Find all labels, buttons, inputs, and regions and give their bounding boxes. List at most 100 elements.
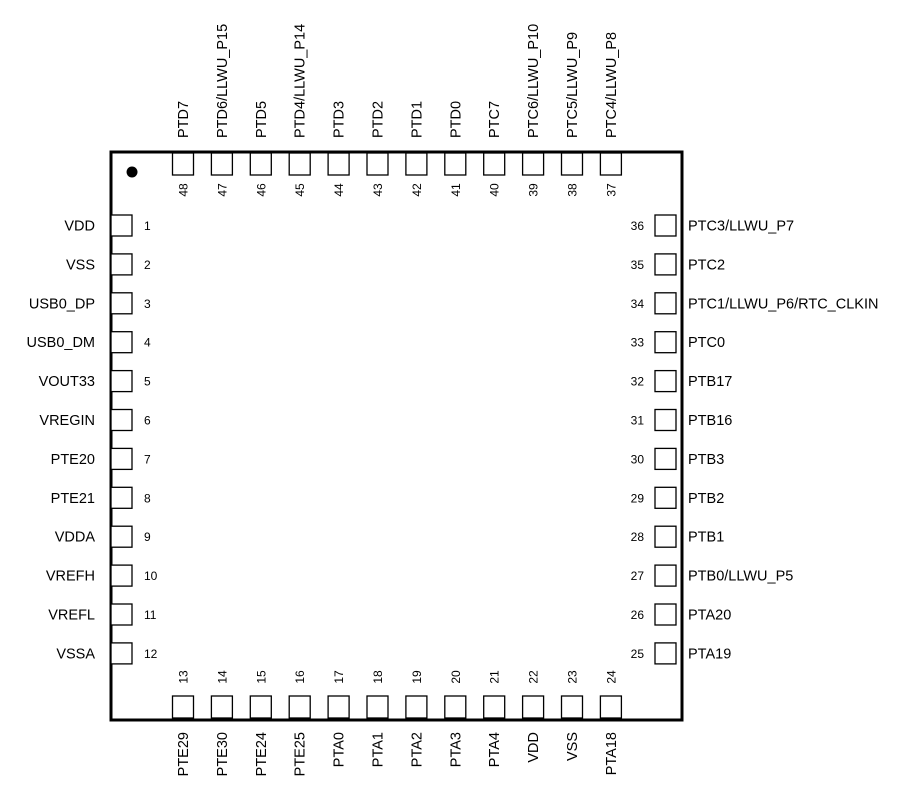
pin-name: PTB1 bbox=[688, 530, 724, 546]
pin-pad bbox=[560, 152, 584, 176]
pin-pad bbox=[654, 603, 677, 626]
pin-name: VSS bbox=[565, 732, 581, 761]
pin-number: 30 bbox=[631, 452, 645, 466]
pin-name: PTE20 bbox=[51, 452, 95, 468]
pin-name: PTD5 bbox=[254, 101, 270, 138]
pin-number: 38 bbox=[566, 183, 580, 197]
pin-pad bbox=[110, 603, 133, 626]
pin-pad bbox=[288, 152, 311, 176]
pin-pad bbox=[654, 408, 677, 432]
pin-pad bbox=[366, 152, 389, 176]
pin-number: 31 bbox=[631, 414, 645, 428]
pin-pad bbox=[521, 695, 545, 719]
pin-number: 36 bbox=[631, 219, 645, 233]
pin-name: VOUT33 bbox=[39, 374, 95, 390]
pin-pad bbox=[110, 253, 133, 276]
pin-number: 46 bbox=[254, 183, 268, 197]
pin-name: PTB17 bbox=[688, 374, 732, 390]
pin-32: 32 PTB17 bbox=[631, 369, 732, 393]
pin-number: 19 bbox=[410, 670, 424, 684]
pin-pad bbox=[654, 642, 677, 665]
pin-name: USB0_DM bbox=[27, 335, 96, 351]
pin-name: PTB0/LLWU_P5 bbox=[688, 569, 793, 585]
pin-pad bbox=[599, 152, 623, 176]
pin-number: 18 bbox=[371, 670, 385, 684]
pin-pad bbox=[210, 152, 234, 176]
pin-pad bbox=[521, 152, 545, 176]
pin-pad bbox=[110, 331, 133, 354]
pin-40: 40 PTC7 bbox=[483, 101, 506, 197]
pin-5: 5 VOUT33 bbox=[39, 369, 151, 393]
pin-number: 10 bbox=[144, 569, 158, 583]
pin-number: 8 bbox=[144, 491, 151, 505]
pin-pad bbox=[405, 695, 428, 719]
pin-name: VSS bbox=[66, 257, 95, 273]
pin-name: PTD1 bbox=[409, 101, 425, 138]
pin-number: 34 bbox=[631, 297, 645, 311]
pin-pad bbox=[110, 525, 133, 548]
pin-pad bbox=[654, 253, 677, 276]
pin-number: 47 bbox=[215, 183, 229, 197]
pin-34: 34 PTC1/LLWU_P6/RTC_CLKIN bbox=[631, 292, 878, 315]
pin-pad bbox=[654, 564, 677, 587]
pin-name: PTA20 bbox=[688, 608, 731, 624]
pin-name: PTD6/LLWU_P15 bbox=[215, 24, 231, 138]
pin-number: 32 bbox=[631, 375, 645, 389]
pin-number: 11 bbox=[144, 608, 157, 622]
pin-pad bbox=[483, 695, 506, 719]
pin-pad bbox=[110, 292, 133, 315]
pin-number: 14 bbox=[215, 670, 229, 684]
pin-pad bbox=[249, 152, 272, 176]
pin-number: 15 bbox=[254, 670, 268, 684]
pin-number: 40 bbox=[488, 183, 502, 197]
pin-pad bbox=[171, 152, 195, 176]
pin-4: 4 USB0_DM bbox=[27, 331, 151, 354]
pin-pad bbox=[654, 214, 677, 237]
pin-name: PTC6/LLWU_P10 bbox=[526, 24, 542, 138]
pin-name: PTE24 bbox=[254, 732, 270, 776]
pin-number: 20 bbox=[449, 670, 463, 684]
pin-pad bbox=[110, 486, 133, 509]
pin-name: PTE29 bbox=[176, 732, 192, 776]
pin-name: USB0_DP bbox=[29, 296, 95, 312]
pin-31: 31 PTB16 bbox=[631, 408, 732, 432]
pin-name: PTB16 bbox=[688, 413, 732, 429]
pin-name: PTB3 bbox=[688, 452, 724, 468]
pin-number: 12 bbox=[144, 647, 158, 661]
pin-number: 5 bbox=[144, 375, 151, 389]
pin-name: PTC1/LLWU_P6/RTC_CLKIN bbox=[688, 296, 878, 312]
pin-name: PTC7 bbox=[487, 101, 503, 138]
pin-number: 48 bbox=[177, 183, 191, 197]
bottom-pin-row: 13PTE2914PTE3015PTE2416PTE2517PTA018PTA1… bbox=[171, 670, 623, 776]
pin-number: 41 bbox=[449, 183, 463, 197]
pin-name: VDD bbox=[64, 219, 95, 235]
pin-number: 6 bbox=[144, 414, 151, 428]
pin-name: PTC0 bbox=[688, 335, 725, 351]
pin-number: 26 bbox=[631, 608, 645, 622]
pin-number: 16 bbox=[293, 670, 307, 684]
pin-pad bbox=[654, 292, 677, 315]
pin-number: 44 bbox=[332, 183, 346, 197]
pin-number: 24 bbox=[604, 670, 618, 684]
pin-pad bbox=[110, 369, 133, 393]
pin-number: 4 bbox=[144, 336, 151, 350]
pin-name: VREGIN bbox=[39, 413, 95, 429]
pin-pad bbox=[249, 695, 272, 719]
